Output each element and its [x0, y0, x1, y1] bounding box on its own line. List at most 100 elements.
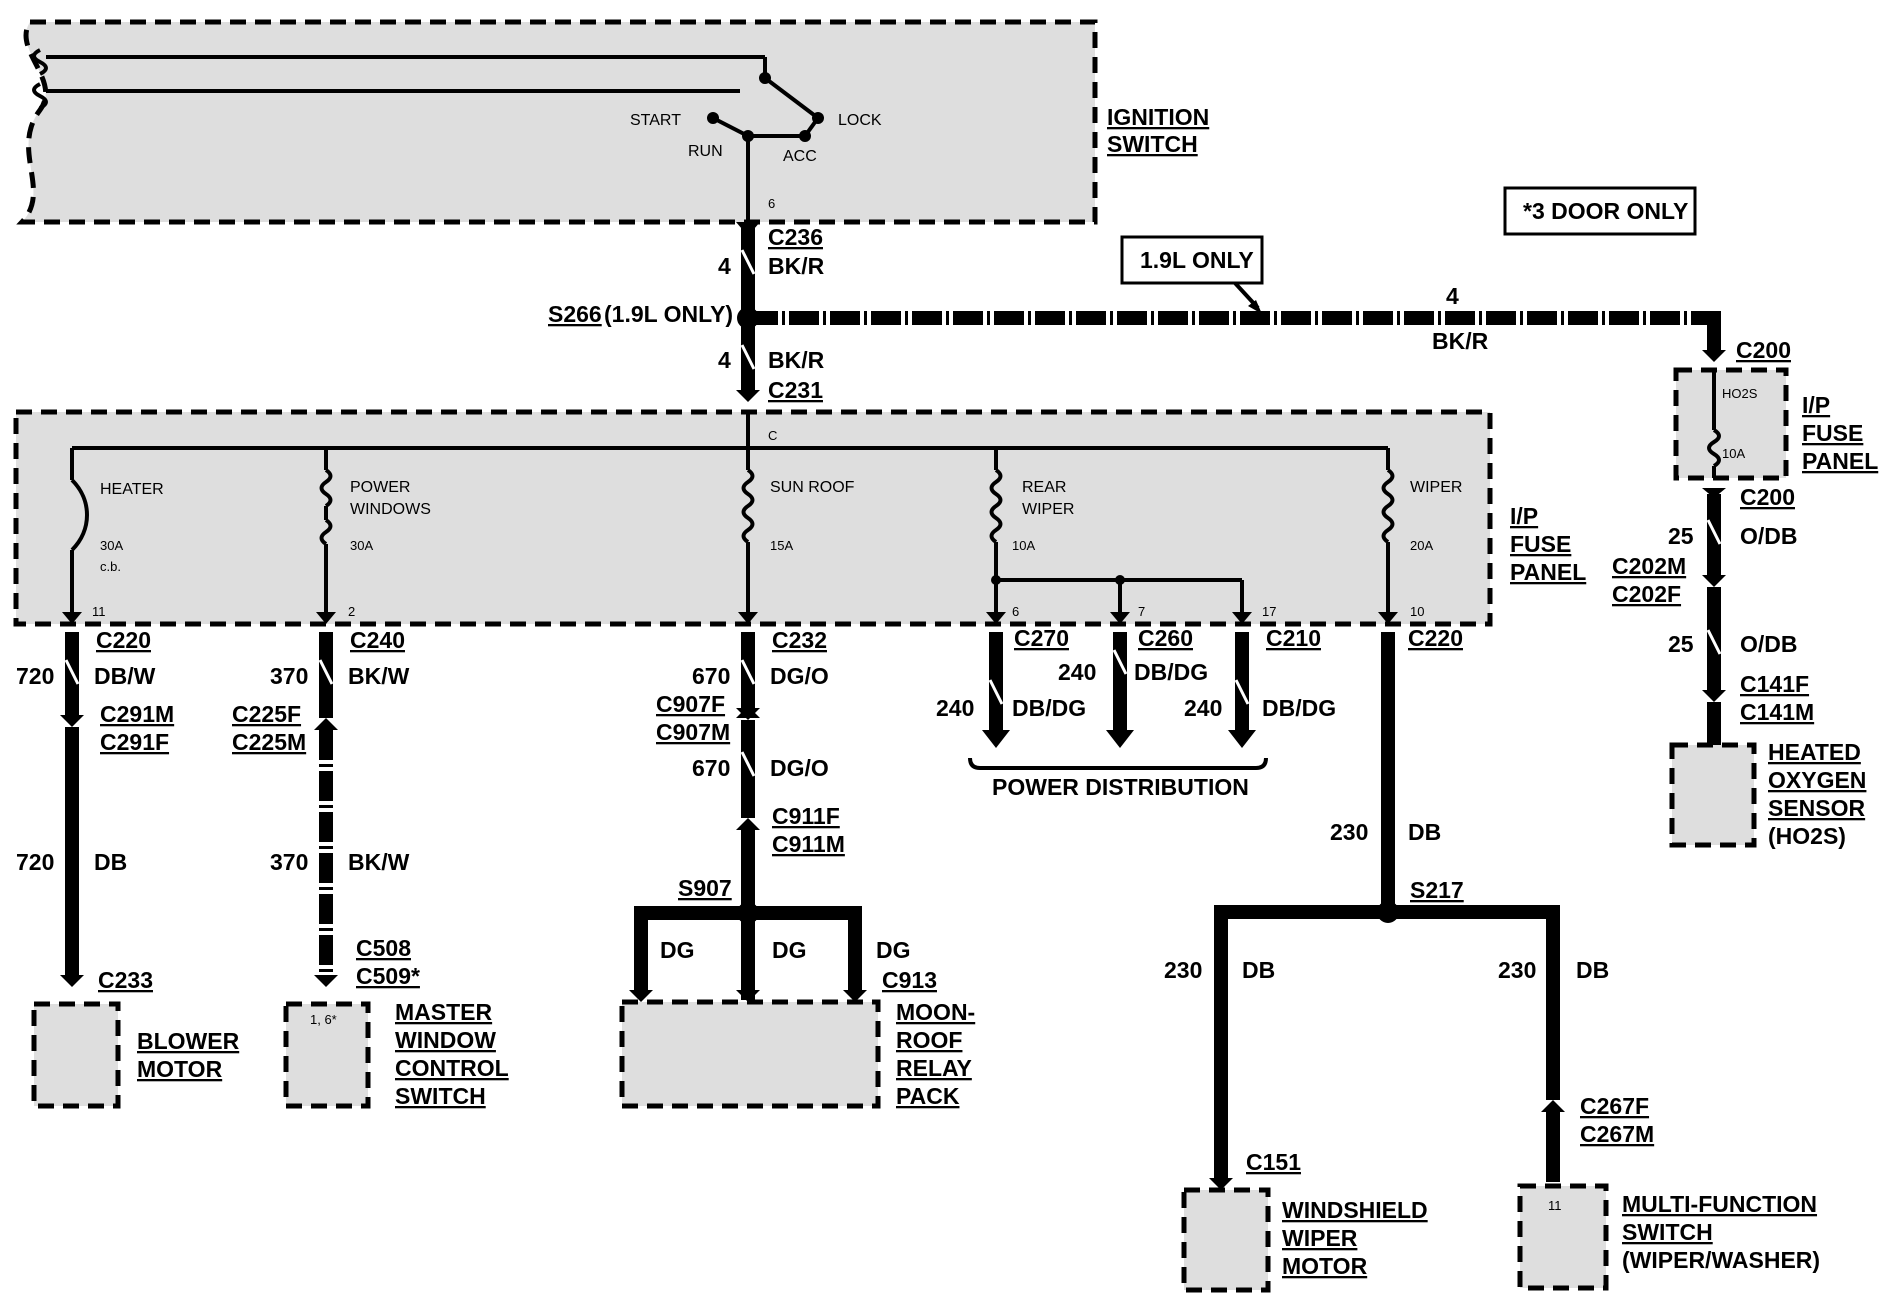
ho2s-fuse-rating: 10A: [1722, 446, 1745, 461]
window-circuit-b: 370: [270, 849, 308, 875]
c911f-label: C911F: [772, 803, 840, 829]
fuse-wiper-pin: 10: [1410, 604, 1424, 619]
fuse-power-windows: POWER WINDOWS 30A 2: [319, 448, 431, 619]
ign-acc-label: ACC: [783, 148, 817, 165]
mf-switch-name-3: (WIPER/WASHER): [1622, 1247, 1820, 1273]
fuse-heater-extra: c.b.: [100, 559, 121, 574]
power-distribution: C270 C260 C210 240 DB/DG 240 DB/DG 240 D…: [936, 625, 1336, 800]
blower-name-2: MOTOR: [137, 1056, 223, 1082]
moonroof-name-3: RELAY: [896, 1055, 972, 1081]
power-distribution-label: POWER DISTRIBUTION: [992, 774, 1249, 800]
ignition-switch: START LOCK RUN ACC 6 IGNITION SWITCH: [16, 19, 1209, 225]
moonroof-circuit: C232 670 DG/O C907F C907M 670 DG/O C911F…: [619, 627, 975, 1109]
c291f-label: C291F: [100, 729, 169, 755]
c907f-label: C907F: [656, 691, 725, 717]
s907-label: S907: [678, 875, 732, 901]
s266-label: S266: [548, 301, 602, 327]
ignition-switch-box: [16, 19, 1098, 225]
ho2s-sensor-box: [1669, 742, 1757, 848]
blower-circuit-b: 720: [16, 849, 54, 875]
wiper-circuit-right: 230: [1498, 957, 1536, 983]
ho2s-circuit-a: 25: [1668, 523, 1694, 549]
fuse-power-windows-name-1: POWER: [350, 479, 410, 496]
blower-color-b: DB: [94, 849, 127, 875]
fuse-heater-rating: 30A: [100, 538, 123, 553]
ign-lock-label: LOCK: [838, 112, 882, 129]
c267f-label: C267F: [1580, 1093, 1649, 1119]
moonroof-dg-3: DG: [876, 937, 911, 963]
window-name-4: SWITCH: [395, 1083, 486, 1109]
moonroof-name-4: PACK: [896, 1083, 960, 1109]
sensor-line-3: SENSOR: [1768, 795, 1866, 821]
mf-switch-pin: 11: [1548, 1198, 1562, 1213]
fuse-power-windows-name-2: WINDOWS: [350, 501, 431, 518]
fuse-rear-wiper-rating: 10A: [1012, 538, 1035, 553]
fuse-power-windows-pin: 2: [348, 604, 355, 619]
moonroof-dg-2: DG: [772, 937, 807, 963]
moonroof-conn-top: C232: [772, 627, 827, 653]
c141m-label: C141M: [1740, 699, 1814, 725]
fuse-wiper-name: WIPER: [1410, 479, 1462, 496]
fuse-panel-box: [13, 409, 1493, 627]
wiper-color-left: DB: [1242, 957, 1275, 983]
window-color-a: BK/W: [348, 663, 410, 689]
ho2s-circuit: 4: [1446, 283, 1459, 309]
ho2s-circuit-b: 25: [1668, 631, 1694, 657]
main-circuit-2: 4: [718, 347, 731, 373]
ho2s-fuse-box: [1673, 367, 1789, 481]
moonroof-name-1: MOON-: [896, 999, 975, 1025]
mf-switch-name-1: MULTI-FUNCTION: [1622, 1191, 1817, 1217]
fuse-rear-wiper-pin-17: 17: [1262, 604, 1276, 619]
pd-color-right: DB/DG: [1262, 695, 1336, 721]
s266-note: (1.9L ONLY): [604, 301, 733, 327]
c911m-label: C911M: [772, 831, 845, 857]
ign-pin: 6: [768, 196, 775, 211]
fuse-power-windows-rating: 30A: [350, 538, 373, 553]
fuse-rear-wiper: REAR WIPER 10A 6 7 17: [989, 448, 1276, 619]
c141f-label: C141F: [1740, 671, 1809, 697]
fuse-panel-label-3: PANEL: [1510, 559, 1586, 585]
window-name-3: CONTROL: [395, 1055, 509, 1081]
c151-label: C151: [1246, 1149, 1301, 1175]
multi-function-switch-box: [1517, 1183, 1609, 1291]
window-circuit: C240 370 BK/W C225F C225M 370 BK/W C508 …: [232, 627, 509, 1109]
c907m-label: C907M: [656, 719, 730, 745]
c225m-label: C225M: [232, 729, 306, 755]
wiper-conn-top: C220: [1408, 625, 1463, 651]
ho2s-panel-2: FUSE: [1802, 420, 1863, 446]
ign-title-2: SWITCH: [1107, 131, 1198, 157]
blower-circuit-a: 720: [16, 663, 54, 689]
c267m-label: C267M: [1580, 1121, 1654, 1147]
wiper-color: DB: [1408, 819, 1441, 845]
wiper-motor-name-1: WINDSHIELD: [1282, 1197, 1428, 1223]
ign-title-1: IGNITION: [1107, 104, 1209, 130]
c509-label: C509*: [356, 963, 420, 989]
fuse-wiper-rating: 20A: [1410, 538, 1433, 553]
main-color-2: BK/R: [768, 347, 825, 373]
ho2s-branch: 4 BK/R C200 HO2S 10A I/P FUSE PANEL C200…: [748, 283, 1878, 849]
c236-label: C236: [768, 224, 823, 250]
moonroof-color-a: DG/O: [770, 663, 829, 689]
ho2s-color-a: O/DB: [1740, 523, 1798, 549]
fuse-heater: HEATER 30A c.b. 11: [70, 448, 164, 619]
pd-circuit-mid: 240: [1058, 659, 1096, 685]
ign-start-label: START: [630, 112, 681, 129]
three-door-note-box: [1503, 186, 1697, 236]
pd-color-left: DB/DG: [1012, 695, 1086, 721]
main-circuit-1: 4: [718, 253, 731, 279]
moonroof-dg-1: DG: [660, 937, 695, 963]
window-name-1: MASTER: [395, 999, 493, 1025]
moonroof-relay-box: [619, 999, 881, 1109]
window-name-2: WINDOW: [395, 1027, 496, 1053]
wiper-circuit-left: 230: [1164, 957, 1202, 983]
c200-top-label: C200: [1736, 337, 1791, 363]
fuse-rear-wiper-name-2: WIPER: [1022, 501, 1074, 518]
one-nine-only-note: 1.9L ONLY: [1140, 247, 1254, 273]
ho2s-fuse-name: HO2S: [1722, 386, 1758, 401]
c202f-label: C202F: [1612, 581, 1681, 607]
ho2s-color: BK/R: [1432, 328, 1489, 354]
sensor-line-4: (HO2S): [1768, 823, 1846, 849]
blower-conn-top: C220: [96, 627, 151, 653]
blower-name-1: BLOWER: [137, 1028, 240, 1054]
